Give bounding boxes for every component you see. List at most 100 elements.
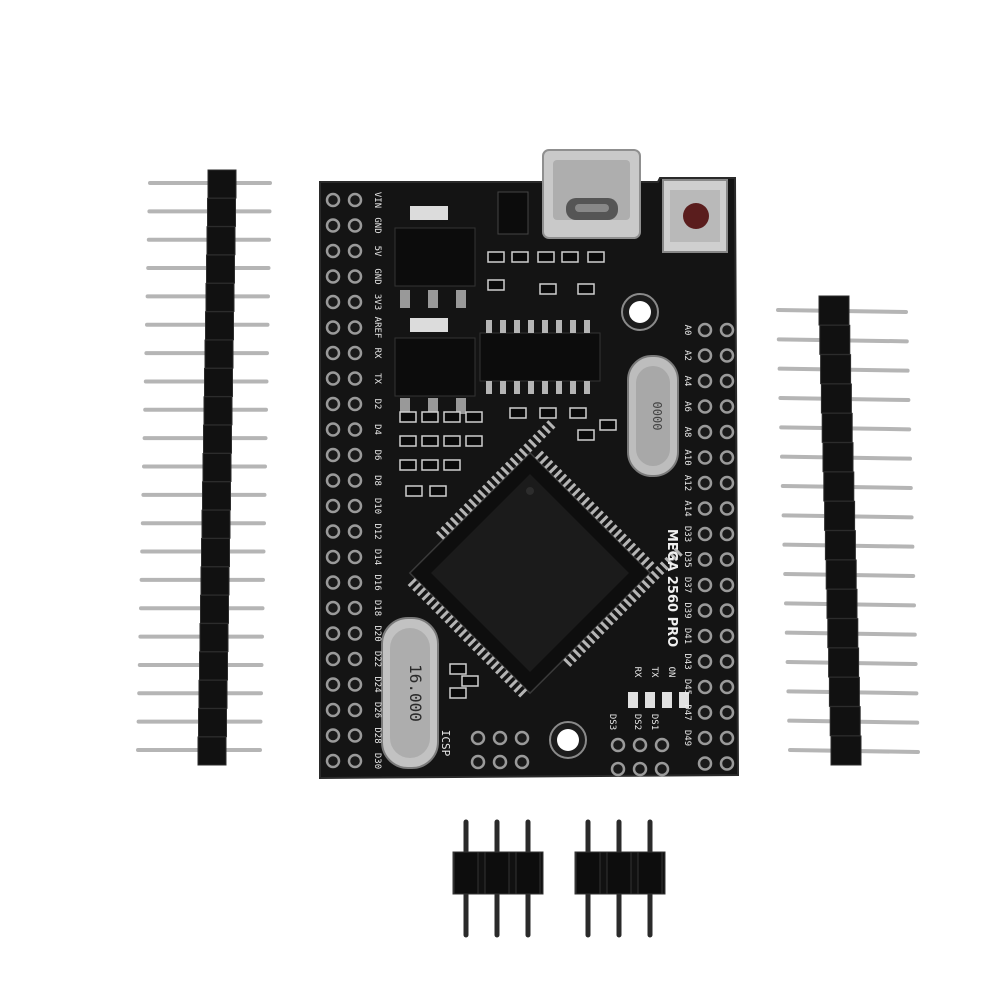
smd-part (443, 411, 461, 423)
header-block (820, 354, 852, 385)
header-block (201, 538, 230, 568)
solder-pad (697, 399, 713, 414)
pin-label: VIN (372, 192, 382, 208)
pin-label: AREF (372, 317, 382, 339)
pin-label: A12 (682, 475, 692, 491)
pin-label: D49 (682, 730, 692, 746)
pin-label: D22 (372, 651, 382, 667)
solder-pad (347, 651, 363, 667)
header-block (206, 254, 235, 284)
smd-part (511, 251, 529, 263)
pin-label: A6 (682, 401, 692, 412)
solder-pad (325, 702, 341, 718)
solder-pad (347, 396, 363, 412)
pin-label: D10 (372, 498, 382, 514)
solder-pad (492, 730, 508, 746)
pin-label: 3V3 (372, 294, 382, 310)
solder-pad (347, 269, 363, 284)
pin-label: D47 (682, 704, 692, 720)
solder-pad (325, 269, 341, 284)
left-pin-labels: VINGND5VGND3V3AREFRXTXD2D4D6D8D10D12D14D… (372, 192, 382, 769)
solder-pad (719, 475, 735, 491)
solder-pad (719, 399, 735, 414)
solder-pad (347, 473, 363, 488)
solder-pad (347, 575, 363, 590)
pin-label: GND (372, 268, 382, 284)
solder-pad (697, 654, 713, 669)
solder-pad (719, 322, 735, 338)
header-block (205, 311, 234, 341)
solder-pad (347, 728, 363, 743)
solder-pad (697, 756, 713, 771)
smd-part (465, 411, 483, 423)
pin-label: D8 (372, 475, 382, 486)
solder-pad (719, 730, 735, 746)
solder-pad (719, 603, 735, 618)
icsp-label: ICSP (439, 730, 452, 757)
header-block (829, 706, 861, 737)
solder-pad (325, 396, 341, 412)
smd-part (487, 251, 505, 263)
solder-pad (325, 677, 341, 692)
pin-label: D2 (372, 399, 382, 410)
header-block (818, 295, 850, 326)
solder-pad (719, 552, 735, 567)
pin-label: D26 (372, 702, 382, 718)
solder-pad (719, 628, 735, 644)
usb-c-connector-icon (542, 149, 641, 239)
on-label: ON (666, 667, 676, 678)
smd-part (421, 435, 439, 447)
pin-label: TX (372, 373, 382, 384)
pin-label: D33 (682, 526, 692, 542)
solder-pad (325, 371, 341, 386)
pin-label: A10 (682, 449, 692, 465)
led-label-ds2: DS2 (632, 714, 642, 730)
tx-label: TX (649, 667, 659, 678)
header-block (828, 647, 860, 678)
header-block (821, 412, 853, 443)
solder-pad (347, 320, 363, 335)
solder-pad (719, 577, 735, 593)
header-block (827, 618, 859, 649)
header-block (206, 226, 236, 256)
header-block (199, 651, 228, 681)
solder-pad (697, 450, 713, 465)
solder-pad (325, 575, 341, 590)
solder-pad (470, 754, 486, 770)
solder-pad (347, 498, 363, 514)
smd-part (509, 407, 527, 419)
pin-label: D39 (682, 602, 692, 618)
solder-pad (325, 524, 341, 539)
solder-pad (697, 577, 713, 593)
pin-label: D16 (372, 574, 382, 590)
solder-pad (697, 501, 713, 516)
solder-pad (719, 705, 735, 720)
smd-part (561, 251, 579, 263)
solder-pad (325, 753, 341, 769)
solder-pad (697, 705, 713, 720)
solder-pad (325, 218, 341, 233)
solder-pad (514, 730, 530, 746)
bottom-pin-headers (452, 819, 666, 938)
left-pin-header (136, 169, 272, 766)
smd-part (443, 459, 461, 471)
led-label-ds1: DS1 (649, 714, 659, 730)
header-block (824, 500, 856, 531)
diode-component (497, 191, 529, 235)
smd-part (587, 251, 605, 263)
pin-label: A8 (682, 427, 692, 438)
solder-pad (325, 320, 341, 335)
header-block (203, 396, 233, 426)
solder-pad (347, 753, 363, 769)
smd-part (421, 459, 439, 471)
pin-label: GND (372, 217, 382, 233)
solder-pad (347, 549, 363, 565)
solder-pad (719, 654, 735, 669)
pin-label: A0 (682, 325, 692, 336)
crystal-main: 16.000 (381, 617, 439, 769)
pin-label: D41 (682, 628, 692, 644)
board-pads (325, 192, 735, 777)
pin-label: RX (372, 348, 382, 359)
solder-pad (719, 450, 735, 465)
